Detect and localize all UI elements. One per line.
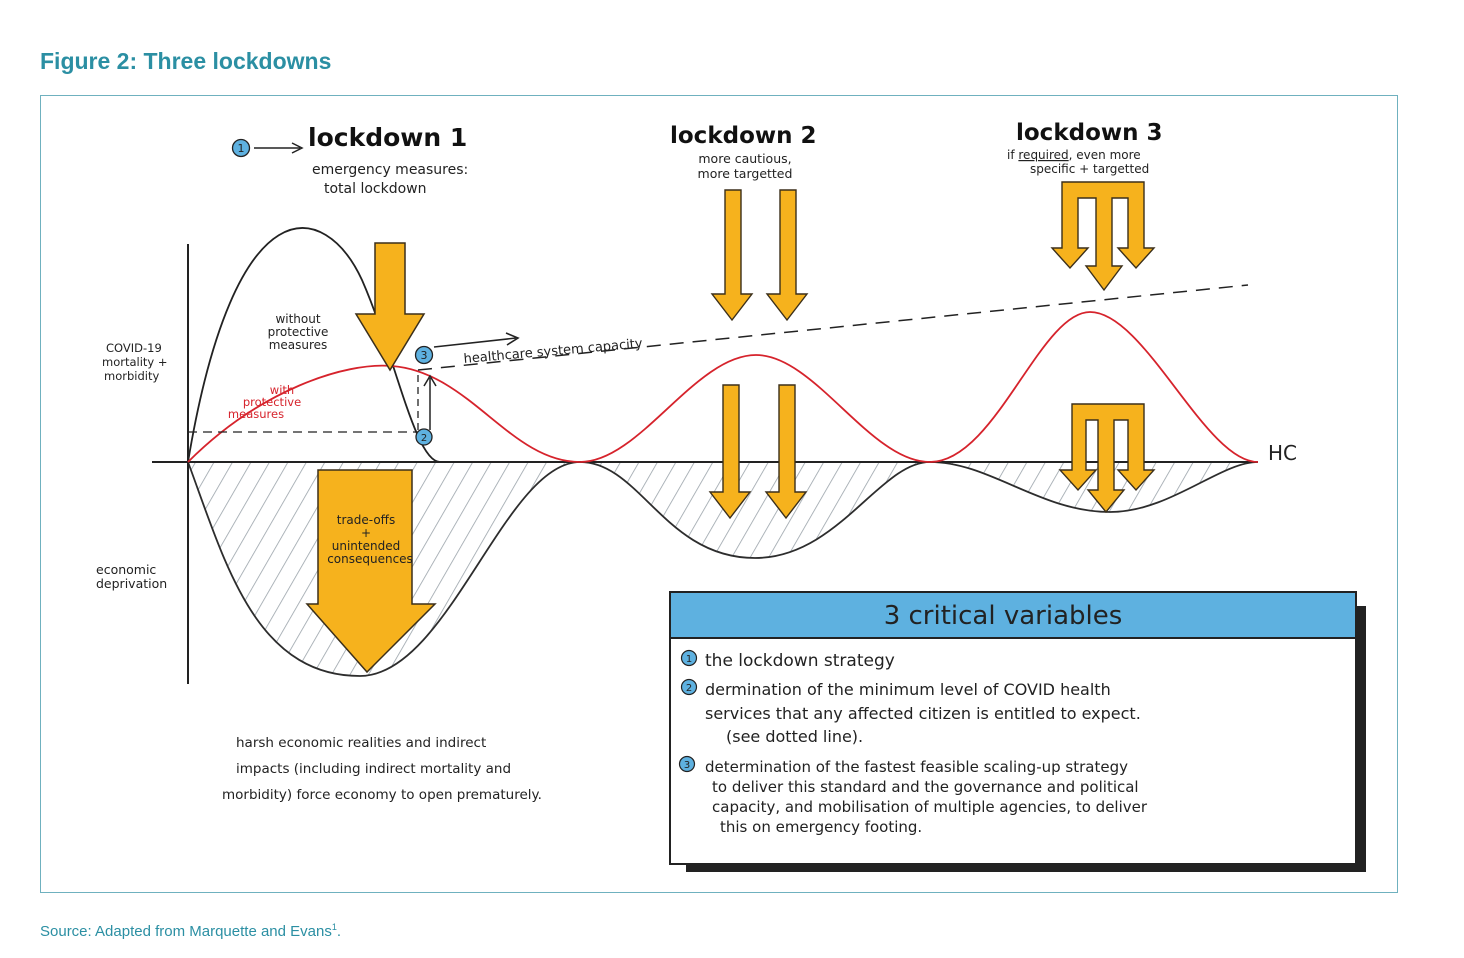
without-label-line2: protective [268, 325, 329, 339]
y-bottom-label-line2: deprivation [96, 576, 167, 591]
marker-3-icon [414, 345, 434, 365]
lockdown1-big-arrow-icon [354, 242, 426, 372]
economic-deprivation-area [186, 461, 1259, 677]
lockdown3-line1: if required, even more [1007, 148, 1141, 162]
lockdown2-line2: more targetted [698, 166, 793, 181]
marker-2-label: 2 [421, 433, 427, 444]
variable-3-marker-icon [678, 755, 696, 773]
y-top-label-line1: COVID-19 [106, 341, 162, 355]
variable-3-line2: to deliver this standard and the governa… [712, 778, 1139, 796]
tradeoffs-down-arrow-icon [305, 469, 437, 674]
without-label-line1: without [275, 312, 320, 326]
harsh-line1: harsh economic realities and indirect [236, 735, 486, 751]
variable-2-marker-icon [680, 678, 698, 696]
y-top-label-line3: morbidity [104, 369, 159, 383]
lockdown1-title: lockdown 1 [308, 123, 467, 152]
variables-title: 3 critical variables [884, 601, 1123, 631]
lockdown2-line1: more cautious, [698, 151, 791, 166]
variable-3-line1: determination of the fastest feasible sc… [705, 758, 1128, 776]
lockdown2-arrow-icon [710, 189, 754, 322]
figure-frame [40, 95, 1398, 893]
variable-1-num: 1 [686, 654, 692, 665]
marker-3-label: 3 [421, 349, 428, 362]
tradeoffs-line3: unintended [332, 539, 400, 553]
variable-2-line1: dermination of the minimum level of COVI… [705, 680, 1111, 699]
lockdown2-title: lockdown 2 [670, 123, 817, 149]
tradeoffs-line1: trade-offs [337, 513, 395, 527]
tradeoffs-line2: + [361, 526, 371, 540]
variable-3-line4: this on emergency footing. [720, 818, 922, 836]
variable-2-num: 2 [686, 683, 692, 694]
harsh-line2: impacts (including indirect mortality an… [236, 761, 511, 777]
without-label-line3: measures [269, 338, 328, 352]
capacity-label-arrow [433, 337, 517, 348]
variable-1-marker-icon [680, 649, 698, 667]
variable-1-line1: the lockdown strategy [705, 651, 895, 671]
variable-2-line3: (see dotted line). [726, 727, 863, 746]
lockdown3-title: lockdown 3 [1016, 120, 1163, 146]
figure-title: Figure 2: Three lockdowns [40, 48, 332, 74]
variable-3-line3: capacity, and mobilisation of multiple a… [712, 798, 1148, 816]
lockdown2-lower-arrow-icon [764, 384, 808, 520]
capacity-dashed-line [417, 284, 1249, 371]
lockdown3-line2: specific + targetted [1030, 162, 1149, 176]
lockdown1-line2: total lockdown [324, 181, 427, 197]
source-note: Source: Adapted from Marquette and Evans… [40, 922, 342, 940]
source-ref: 1 [331, 922, 337, 932]
variable-2-line2: services that any affected citizen is en… [705, 704, 1141, 723]
with-label-line3: measures [228, 407, 284, 421]
marker-1-label: 1 [238, 142, 245, 155]
hc-label: HC [1268, 441, 1297, 465]
y-top-label-line2: mortality + [102, 355, 168, 369]
source-text: Source: Adapted from Marquette and Evans [40, 923, 332, 940]
y-bottom-label-line1: economic [96, 562, 156, 577]
variables-box-header [669, 591, 1357, 639]
lockdown2-lower-arrow-icon [708, 384, 752, 520]
lockdown3-fork-arrow-icon [1050, 181, 1156, 292]
with-label-line1: with [270, 383, 294, 397]
with-label-line2: protective [243, 395, 301, 409]
variable-3-num: 3 [684, 760, 690, 771]
marker-1-icon [231, 138, 251, 158]
lockdown3-lower-fork-arrow-icon [1058, 403, 1156, 514]
tradeoffs-line4: consequences [327, 552, 413, 566]
lockdown2-arrow-icon [765, 189, 809, 322]
without-measures-curve [187, 227, 441, 463]
harsh-line3: morbidity) force economy to open prematu… [222, 787, 542, 803]
marker-2-icon [415, 428, 433, 446]
lockdown1-line1: emergency measures: [312, 162, 468, 178]
